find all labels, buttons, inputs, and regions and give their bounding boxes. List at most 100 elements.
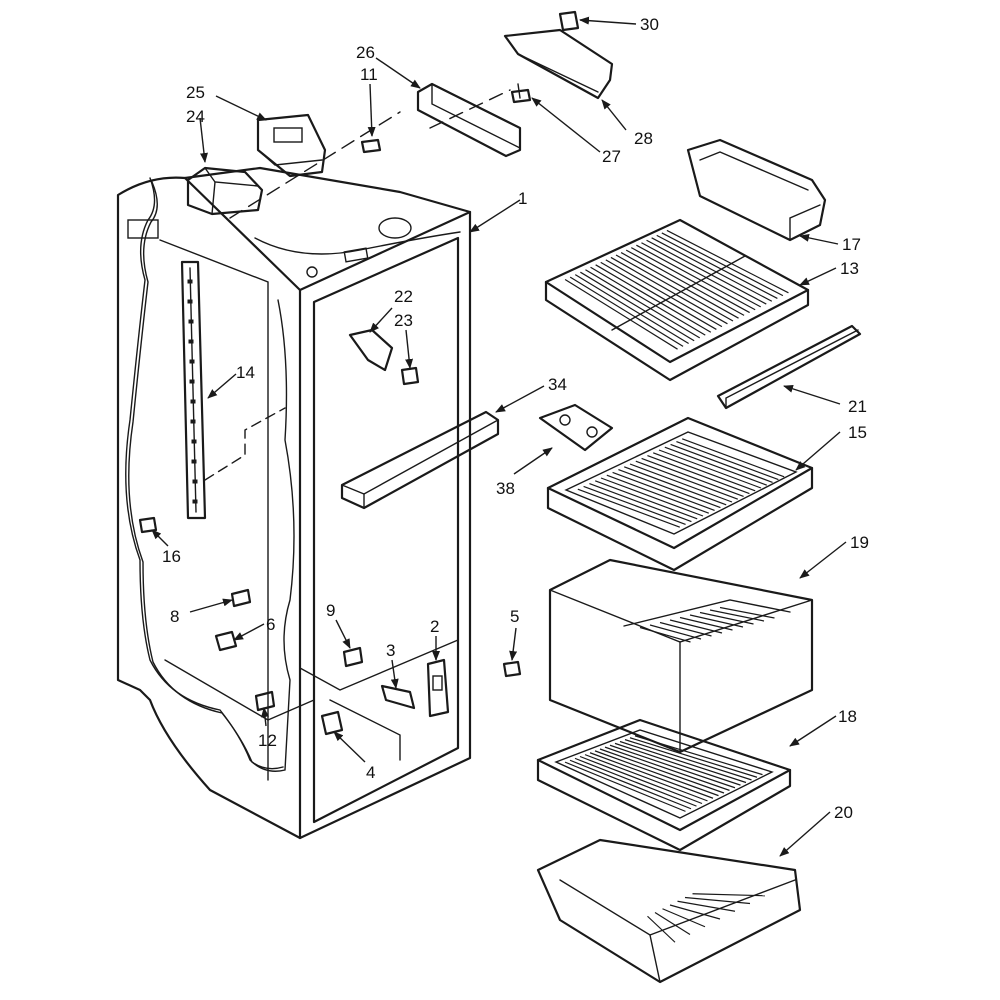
hatch-line <box>564 761 686 812</box>
hatch-line <box>620 252 739 319</box>
lower-drawer-part-20 <box>536 838 802 984</box>
callout-22: 22 <box>394 287 413 306</box>
hatch-line <box>625 249 745 316</box>
callout-1: 1 <box>518 189 527 208</box>
screw-part-11 <box>360 138 382 154</box>
hatch-line <box>635 460 739 500</box>
callout-18: 18 <box>838 707 857 726</box>
callout-28: 28 <box>634 129 653 148</box>
channel-part-26 <box>416 82 522 158</box>
callout-26: 26 <box>356 43 375 62</box>
callout-27: 27 <box>602 147 621 166</box>
callout-34: 34 <box>548 375 567 394</box>
callout-15: 15 <box>848 423 867 442</box>
screw-part-9 <box>342 646 364 668</box>
hatch-line <box>577 488 681 528</box>
hatch-line <box>623 466 727 506</box>
callout-38: 38 <box>496 479 515 498</box>
hatch-line <box>646 239 767 305</box>
hatch-line <box>656 234 778 299</box>
hatch-line <box>600 261 717 330</box>
hatch-line <box>641 242 762 308</box>
hatch-line <box>594 750 719 797</box>
callout-24: 24 <box>186 107 205 126</box>
callout-6: 6 <box>266 615 275 634</box>
hatch-line <box>610 256 728 325</box>
control-bracket-part-25 <box>256 113 327 178</box>
hatch-line <box>584 754 708 802</box>
callout-8: 8 <box>170 607 179 626</box>
hatch-line <box>574 757 697 807</box>
plug-part-6 <box>214 630 238 652</box>
hatch-line <box>679 616 733 631</box>
hatch-line <box>599 748 725 794</box>
bracket-part-22 <box>348 328 394 372</box>
hatch-line <box>647 915 676 943</box>
hatch-line <box>583 485 686 525</box>
hatch-line <box>651 237 773 302</box>
hatch-line <box>629 463 733 503</box>
hatch-line <box>669 904 721 920</box>
callout-2: 2 <box>430 617 439 636</box>
hatch-line <box>590 266 706 336</box>
hatch-line <box>681 438 785 478</box>
hatch-line <box>629 737 758 778</box>
hatch-line <box>659 621 712 637</box>
hatch-line <box>589 752 714 799</box>
callout-14: 14 <box>236 363 255 382</box>
hatch-line <box>658 449 762 489</box>
callout-12: 12 <box>258 731 277 750</box>
hatch-line <box>652 452 756 492</box>
hatch-line <box>604 746 730 791</box>
callout-30: 30 <box>640 15 659 34</box>
hatch-line <box>600 477 704 517</box>
screw-part-23 <box>400 366 420 386</box>
hatch-line <box>580 271 695 342</box>
hatch-line <box>618 469 721 509</box>
hatch-line <box>641 457 744 497</box>
hatch-line <box>709 609 765 622</box>
hatch-line <box>689 614 744 628</box>
hatch-line <box>615 254 734 322</box>
door-bin-part-17 <box>686 138 827 242</box>
light-shield-part-28 <box>503 28 614 100</box>
hatch-line <box>647 455 750 495</box>
hatch-line <box>609 744 736 789</box>
hatch-line <box>670 443 773 483</box>
callout-3: 3 <box>386 641 395 660</box>
callout-25: 25 <box>186 83 205 102</box>
hatch-line <box>594 480 698 520</box>
hatch-line <box>614 742 741 786</box>
callout-20: 20 <box>834 803 853 822</box>
hatch-line <box>585 269 701 339</box>
callout-5: 5 <box>510 607 519 626</box>
hatch-line <box>579 755 703 805</box>
hatch-line <box>630 247 750 314</box>
bracket-part-3 <box>380 684 416 710</box>
hatch-line <box>619 740 747 784</box>
callout-4: 4 <box>366 763 375 782</box>
hatch-line <box>664 446 768 486</box>
shelf-ladder-part-14 <box>180 260 286 520</box>
callout-16: 16 <box>162 547 181 566</box>
hatch-line <box>661 232 784 297</box>
leader-lines <box>151 16 847 857</box>
callout-9: 9 <box>326 601 335 620</box>
hatch-line <box>654 911 691 936</box>
hatch-line <box>595 264 712 333</box>
screw-part-16 <box>138 516 158 534</box>
callout-labels: 1 2 3 4 5 6 8 9 11 12 13 14 15 16 17 18 … <box>162 15 869 822</box>
hatch-line <box>636 244 756 311</box>
cabinet-liner <box>116 89 511 840</box>
hinge-part-2 <box>426 658 450 718</box>
block-part-4 <box>320 710 344 736</box>
callout-17: 17 <box>842 235 861 254</box>
callout-19: 19 <box>850 533 869 552</box>
trim-strip-part-21 <box>716 324 862 410</box>
hatch-line <box>669 619 723 634</box>
hatch-line <box>634 735 763 776</box>
hatch-line <box>612 471 715 511</box>
hatch-line <box>692 893 766 897</box>
screw-part-8 <box>230 588 252 608</box>
